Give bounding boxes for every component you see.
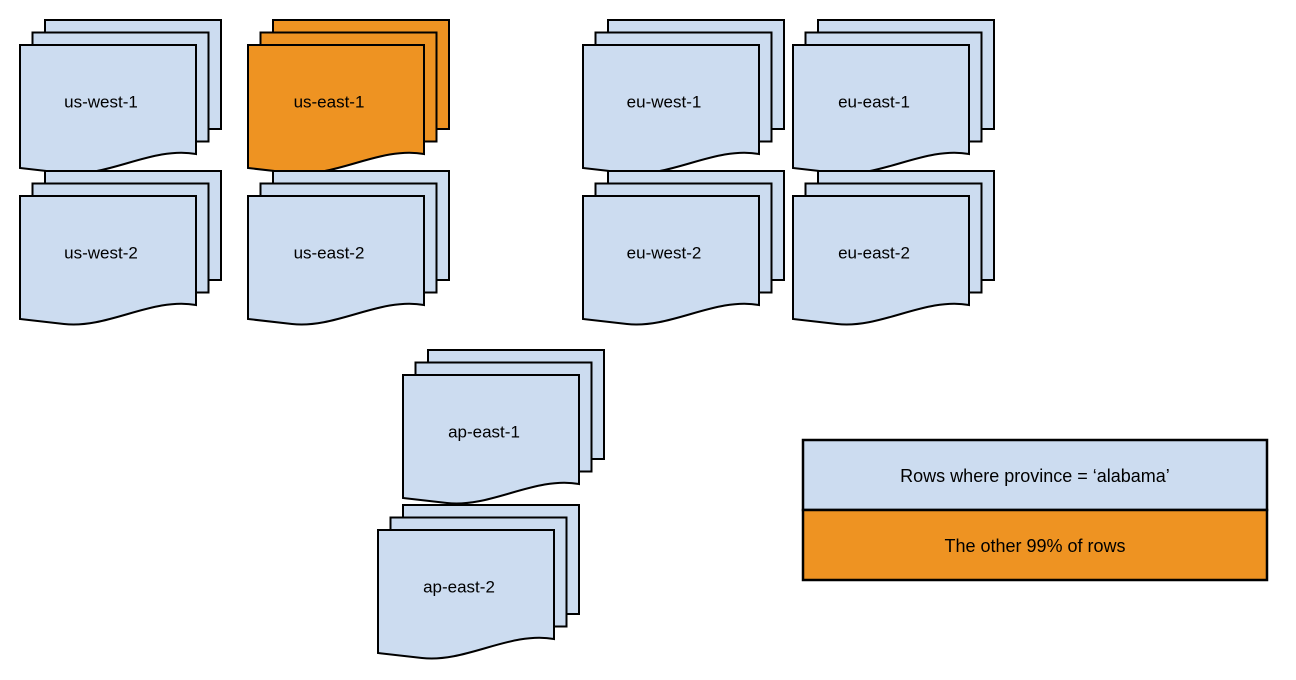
legend-swatch-orange	[801, 508, 1269, 582]
stack-layer-front	[402, 374, 580, 505]
stack-label-us-east-2: us-east-2	[294, 243, 365, 262]
stack-label-eu-west-2: eu-west-2	[627, 243, 702, 262]
stack-layer-front	[377, 529, 555, 660]
stack-label-ap-east-1: ap-east-1	[448, 422, 520, 441]
stack-layer-front	[792, 195, 970, 326]
document-stack-eu-west-2[interactable]: eu-west-2	[582, 170, 785, 326]
document-stack-ap-east-2[interactable]: ap-east-2	[377, 504, 580, 660]
document-stack-us-west-1[interactable]: us-west-1	[19, 19, 222, 175]
legend-label-orange: The other 99% of rows	[944, 536, 1125, 556]
legend: Rows where province = ‘alabama’ The othe…	[801, 438, 1269, 582]
stack-label-us-west-2: us-west-2	[64, 243, 138, 262]
stack-layer-front	[247, 195, 425, 326]
document-stack-eu-east-1[interactable]: eu-east-1	[792, 19, 995, 175]
document-stack-us-east-2[interactable]: us-east-2	[247, 170, 450, 326]
document-stack-us-west-2[interactable]: us-west-2	[19, 170, 222, 326]
stack-label-us-west-1: us-west-1	[64, 92, 138, 111]
document-stack-us-east-1[interactable]: us-east-1	[247, 19, 450, 175]
legend-label-blue: Rows where province = ‘alabama’	[900, 466, 1170, 486]
stack-label-eu-west-1: eu-west-1	[627, 92, 702, 111]
stack-label-eu-east-2: eu-east-2	[838, 243, 910, 262]
stack-layer-front	[582, 195, 760, 326]
document-stack-eu-east-2[interactable]: eu-east-2	[792, 170, 995, 326]
stack-label-ap-east-2: ap-east-2	[423, 577, 495, 596]
document-stack-eu-west-1[interactable]: eu-west-1	[582, 19, 785, 175]
stack-layer-front	[19, 195, 197, 326]
document-stack-ap-east-1[interactable]: ap-east-1	[402, 349, 605, 505]
stack-label-us-east-1: us-east-1	[294, 92, 365, 111]
stack-label-eu-east-1: eu-east-1	[838, 92, 910, 111]
